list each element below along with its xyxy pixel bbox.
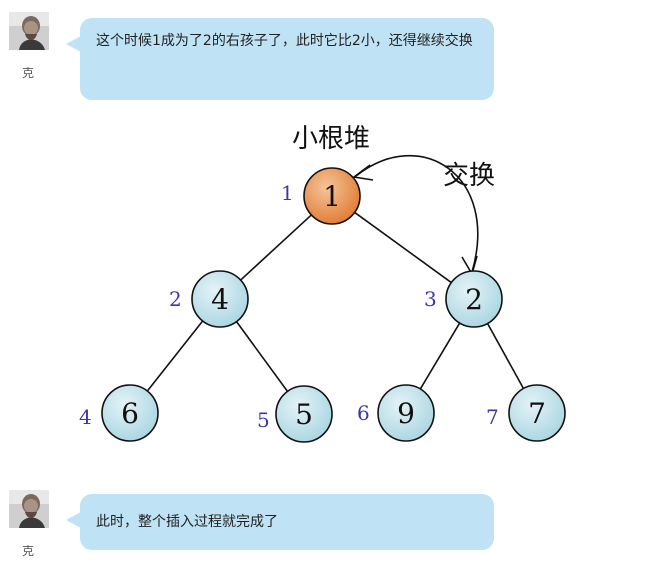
heap-node: 55 xyxy=(257,385,333,443)
message-text: 这个时候1成为了2的右孩子了，此时它比2小，还得继续交换 xyxy=(96,33,473,49)
heap-node-value: 9 xyxy=(397,397,415,430)
heap-node-circle xyxy=(101,384,159,442)
tree-edges xyxy=(146,211,525,392)
heap-node-index: 4 xyxy=(79,405,92,429)
heap-node: 77 xyxy=(486,384,566,442)
heap-node: 42 xyxy=(169,270,249,328)
heap-node-value: 7 xyxy=(528,397,546,430)
tree-edge xyxy=(240,214,312,281)
swap-label: 交换 xyxy=(443,161,495,191)
sender-name: 克 xyxy=(22,544,35,558)
heap-node-value: 6 xyxy=(121,397,139,430)
heap-label: 小根堆 xyxy=(292,124,370,154)
heap-node-index: 7 xyxy=(486,405,499,429)
swap-arrowhead-top xyxy=(352,164,374,181)
heap-node-index: 6 xyxy=(357,401,370,425)
avatar-image xyxy=(9,12,49,50)
heap-node-circle-highlighted xyxy=(303,167,361,225)
heap-node: 23 xyxy=(424,270,503,328)
heap-node-value: 5 xyxy=(295,398,313,431)
heap-node-index: 3 xyxy=(424,287,437,311)
tree-edge xyxy=(486,323,525,389)
heap-node-index: 1 xyxy=(281,181,294,205)
heap-node-circle xyxy=(275,385,333,443)
tree-edge xyxy=(419,322,461,390)
tree-edge xyxy=(146,320,204,392)
heap-node-value: 2 xyxy=(465,283,483,316)
heap-node-value: 1 xyxy=(323,180,341,213)
heap-node: 11 xyxy=(281,167,361,225)
swap-arrow xyxy=(355,155,479,273)
heap-node-circle xyxy=(191,270,249,328)
sender-name: 克 xyxy=(22,66,35,80)
avatar[interactable] xyxy=(9,490,49,528)
message-bubble: 这个时候1成为了2的右孩子了，此时它比2小，还得继续交换 xyxy=(66,18,494,100)
heap-node-index: 2 xyxy=(169,287,182,311)
heap-node-index: 5 xyxy=(257,408,270,432)
heap-node: 64 xyxy=(79,384,159,442)
tree-edge xyxy=(235,321,289,392)
heap-node-circle xyxy=(445,270,503,328)
heap-node-value: 4 xyxy=(211,283,229,316)
tree-edge xyxy=(354,211,452,284)
heap-node-circle xyxy=(508,384,566,442)
message-text: 此时，整个插入过程就完成了 xyxy=(96,514,278,530)
avatar[interactable] xyxy=(9,12,49,50)
message-bubble: 此时，整个插入过程就完成了 xyxy=(66,494,494,550)
heap-node-circle xyxy=(377,384,435,442)
heap-node: 96 xyxy=(357,384,435,442)
avatar-image xyxy=(9,490,49,528)
